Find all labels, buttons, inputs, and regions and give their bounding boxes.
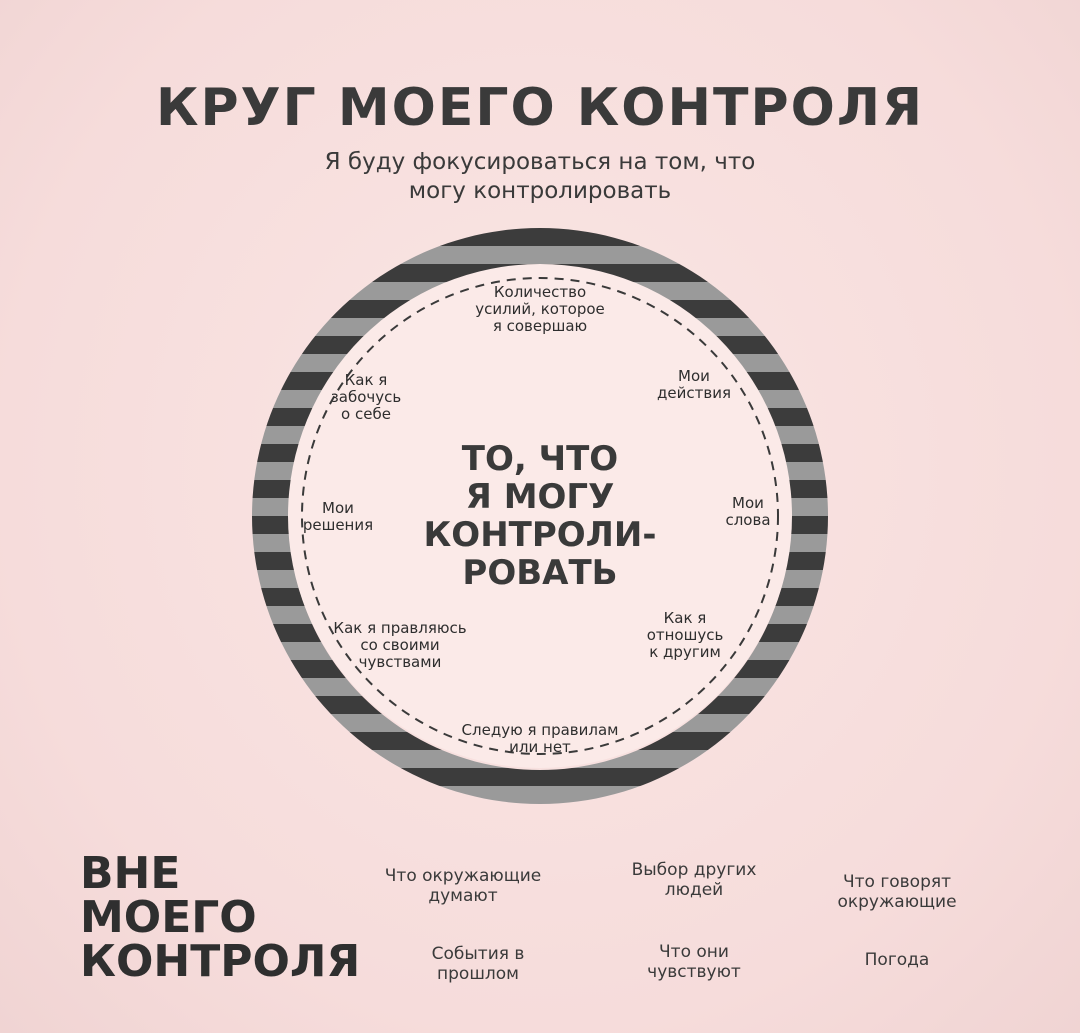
ring-stripe xyxy=(252,246,829,264)
ring-stripe xyxy=(252,768,829,786)
outside-heading: ВНЕ МОЕГО КОНТРОЛЯ xyxy=(80,848,361,987)
inner-circle xyxy=(288,264,792,768)
outside-item-feel: Что они чувствуют xyxy=(647,942,741,982)
ring-stripe xyxy=(252,228,829,246)
outside-item-past: События в прошлом xyxy=(431,944,525,984)
page-subtitle: Я буду фокусироваться на том, что могу к… xyxy=(0,148,1080,206)
item-rules: Следую я правилам или нет xyxy=(461,721,619,756)
dashed-boundary xyxy=(301,277,779,755)
item-others: Как я отношусь к другим xyxy=(646,609,724,661)
item-effort: Количество усилий, которое я совершаю xyxy=(475,283,605,335)
center-heading: ТО, ЧТО Я МОГУ КОНТРОЛИ- РОВАТЬ xyxy=(423,439,657,593)
subtitle-line: могу контролировать xyxy=(408,178,672,204)
ring-stripe xyxy=(252,786,829,804)
outside-item-think: Что окружающие думают xyxy=(384,866,542,906)
item-selfcare: Как я забочусь о себе xyxy=(330,371,402,423)
item-words: Мои слова xyxy=(725,494,771,529)
outside-item-choice: Выбор других людей xyxy=(631,860,757,900)
subtitle-line: Я буду фокусироваться на том, что xyxy=(324,149,756,175)
item-feelings: Как я правляюсь со своими чувствами xyxy=(333,619,467,671)
item-decisions: Мои решения xyxy=(302,499,374,534)
item-actions: Мои действия xyxy=(657,367,731,402)
outside-item-say: Что говорят окружающие xyxy=(837,872,957,912)
page-title: КРУГ МОЕГО КОНТРОЛЯ xyxy=(155,78,925,138)
outside-item-weather: Погода xyxy=(864,950,930,970)
